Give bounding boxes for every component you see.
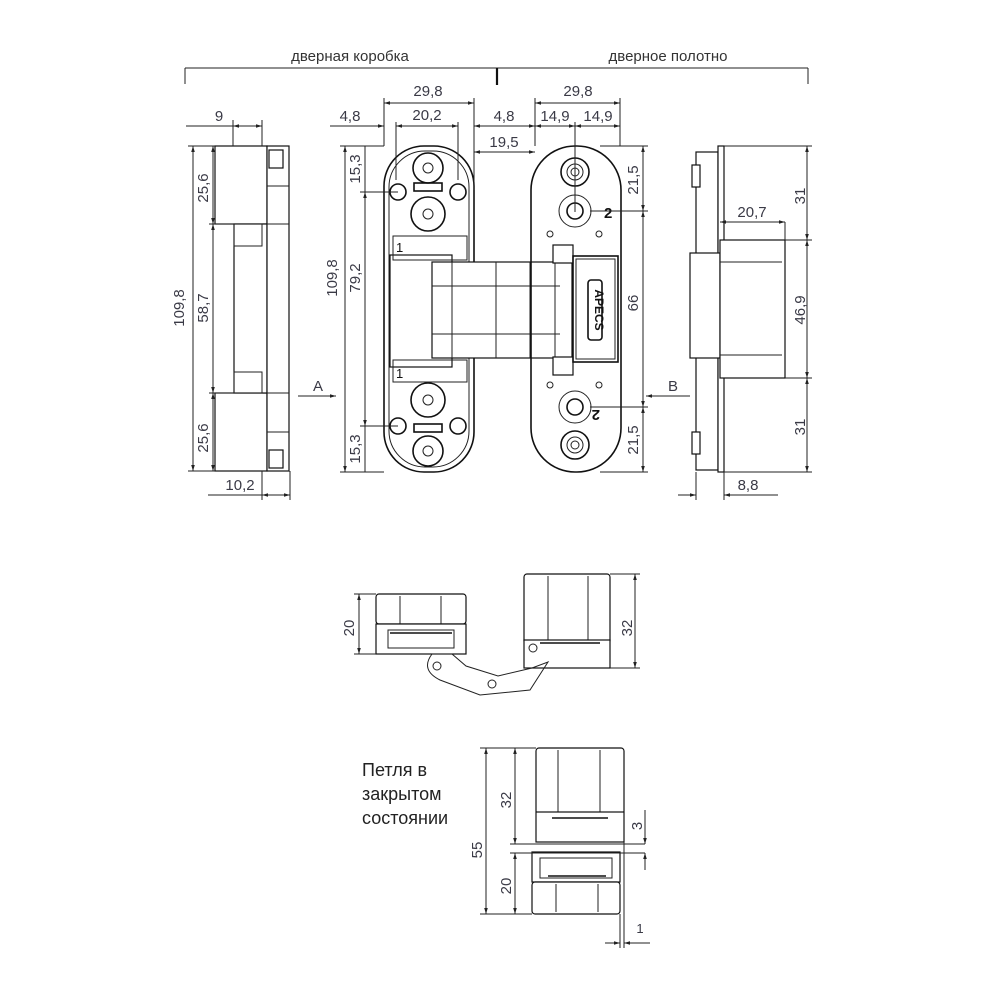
brand-apecs: APECS [592, 289, 606, 330]
dim-right-top-section: 31 [792, 188, 809, 205]
dim-left-top-section: 25,6 [195, 173, 212, 202]
dim-left-middle-section: 58,7 [195, 293, 212, 322]
dim-frame-bottom-hole: 15,3 [347, 434, 364, 463]
dim-right-body-depth: 20,7 [737, 204, 766, 221]
middle-dims: 4,8 19,5 [474, 108, 535, 154]
dim-door-bottom-hole: 21,5 [625, 425, 642, 454]
dim-closed-gap: 3 [629, 822, 646, 830]
hinge-linkage [431, 261, 573, 359]
view-marker-b: B [668, 378, 678, 395]
dim-open-frame-height: 20 [341, 620, 358, 637]
part-mark-2-bottom: 2 [592, 406, 600, 423]
dim-left-depth: 10,2 [225, 477, 254, 494]
dim-open-door-height: 32 [619, 620, 636, 637]
dim-door-center-height: 66 [625, 295, 642, 312]
dim-gap-top: 4,8 [494, 108, 515, 125]
dim-frame-width-total: 29,8 [413, 83, 442, 100]
header-brackets: дверная коробка дверное полотно [184, 48, 809, 85]
closed-caption-line-3: состоянии [362, 808, 448, 828]
closed-caption-line-1: Петля в [362, 760, 427, 780]
door-front-view: APECS 2 2 29,8 14,9 14,9 21,5 66 21,5 B [530, 83, 690, 473]
dim-door-width-total: 29,8 [563, 83, 592, 100]
dim-closed-door-part: 32 [498, 792, 515, 809]
dim-closed-total: 55 [469, 842, 486, 859]
dim-right-bottom-section: 31 [792, 419, 809, 436]
dim-closed-frame-part: 20 [498, 878, 515, 895]
dim-right-middle-section: 46,9 [792, 295, 809, 324]
dim-frame-inner-height: 79,2 [347, 263, 364, 292]
dim-gap: 19,5 [489, 134, 518, 151]
door-side-label: дверное полотно [609, 48, 728, 65]
dim-door-top-hole: 21,5 [625, 165, 642, 194]
dim-door-half-left: 14,9 [540, 108, 569, 125]
dim-frame-top-hole: 15,3 [347, 154, 364, 183]
dim-right-plate-depth: 8,8 [738, 477, 759, 494]
dim-frame-width-inner: 20,2 [412, 107, 441, 124]
part-mark-1-top: 1 [396, 240, 403, 255]
dim-frame-left-offset: 4,8 [340, 108, 361, 125]
closed-hinge-view: Петля в закрытом состоянии 55 32 20 3 1 [362, 747, 650, 948]
left-side-view: 109,8 25,6 58,7 25,6 9 10,2 A [171, 108, 336, 500]
part-mark-2-top: 2 [604, 205, 612, 222]
dim-door-half-right: 14,9 [583, 108, 612, 125]
open-hinge-view: 20 32 [341, 573, 640, 696]
dim-left-total-height: 109,8 [171, 289, 188, 327]
dim-left-top-offset: 9 [215, 108, 223, 125]
view-marker-a: A [313, 378, 323, 395]
dim-closed-offset: 1 [636, 921, 643, 936]
dim-left-bottom-section: 25,6 [195, 423, 212, 452]
dim-frame-total-height: 109,8 [324, 259, 341, 297]
right-side-view: 31 46,9 31 20,7 8,8 [678, 145, 812, 500]
part-mark-1-bottom: 1 [396, 366, 403, 381]
frame-side-label: дверная коробка [291, 48, 409, 65]
closed-caption-line-2: закрытом [362, 784, 442, 804]
